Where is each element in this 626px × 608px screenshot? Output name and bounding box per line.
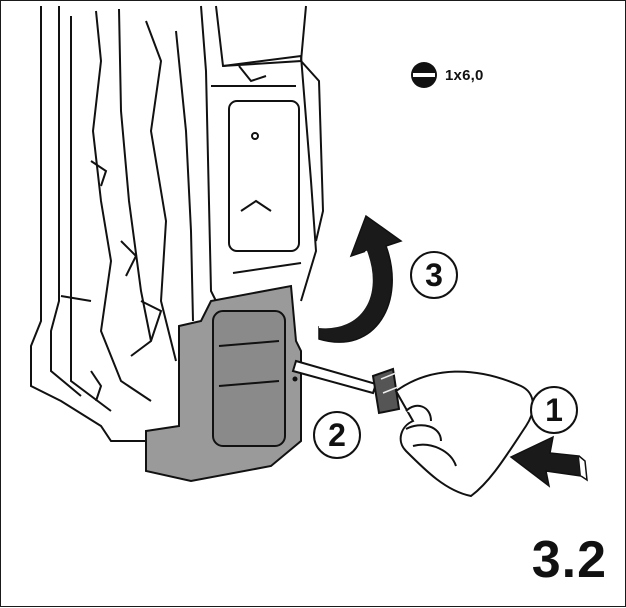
step-3-label: 3 [425,256,443,293]
step-1-label: 1 [545,391,563,428]
screwdriver [291,359,401,415]
step-2-label: 2 [328,416,346,453]
step-3-marker: 3 [410,251,458,299]
rotate-arrow [318,214,403,343]
step-1-marker: 1 [530,386,578,434]
figure-number: 3.2 [531,531,607,589]
tool-spec: 1x6,0 [411,62,484,88]
push-arrow [509,435,588,488]
module-carrier [200,5,325,302]
hand [394,370,534,498]
housing-bracket [145,284,302,483]
flat-screwdriver-icon [411,62,437,88]
step-2-marker: 2 [313,411,361,459]
tool-size-label: 1x6,0 [445,66,484,84]
rack-chassis [30,6,194,442]
